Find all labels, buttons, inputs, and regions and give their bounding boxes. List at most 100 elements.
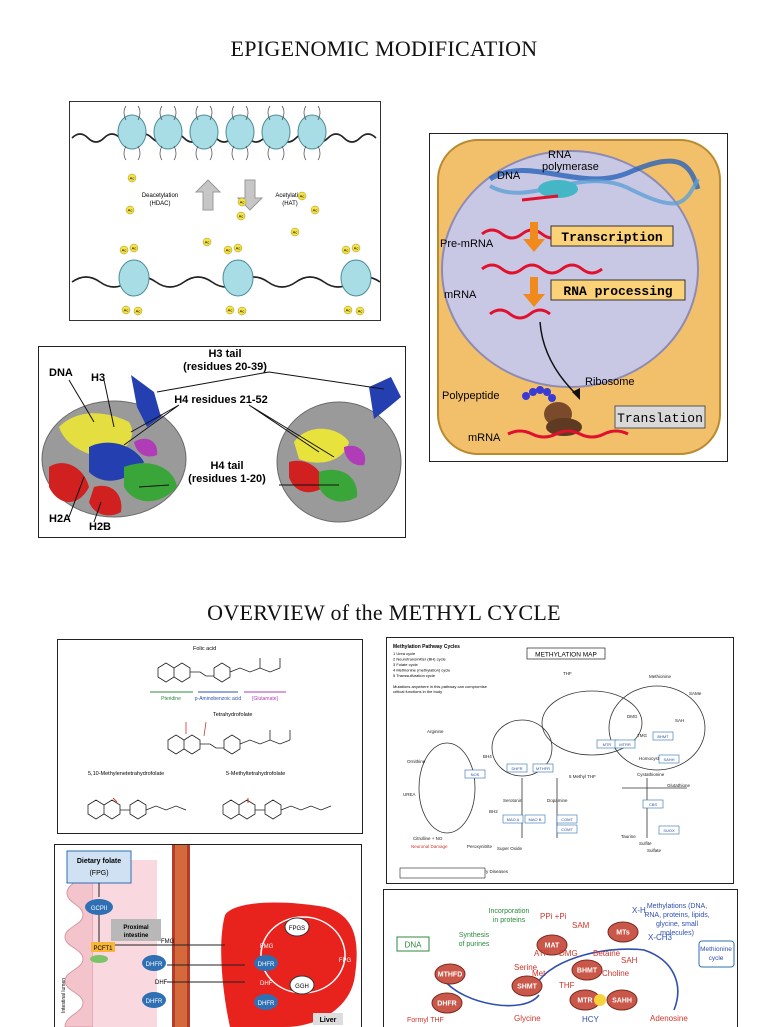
amino-acid: [522, 392, 530, 400]
nucleosome: [297, 105, 327, 161]
map-label: THF: [563, 671, 572, 676]
fmg-intestine-label: FMG: [161, 939, 175, 945]
mrna-label: mRNA: [444, 289, 477, 301]
dhfr-enzyme: DHFR: [431, 992, 463, 1014]
map-enzyme-label: MTR: [603, 742, 612, 747]
deacetylation-label: Deacetylation: [142, 193, 178, 199]
h3-tail-residues: (residues 20-39): [183, 361, 267, 373]
methionine-cycle-2: cycle: [709, 955, 724, 962]
rna-polymerase: [538, 180, 578, 198]
cycle-list-item: 1 Urea cycle: [393, 651, 416, 656]
serine-label: Serine: [514, 963, 538, 972]
map-enzyme: CBS: [642, 799, 664, 809]
map-enzyme: COMT: [556, 814, 578, 824]
map-label: Neuronal Damage: [411, 844, 448, 849]
rna-processing-label: RNA processing: [563, 284, 672, 299]
ac-label: Ac: [226, 248, 231, 253]
acetylation-label: Acetylation: [275, 193, 304, 199]
map-label: Sulfite: [639, 841, 652, 846]
map-enzyme: NOS: [464, 769, 486, 779]
ac-label: Ac: [293, 230, 298, 235]
map-label: Super Oxide: [497, 846, 523, 851]
map-note-1: Mutations anywhere in this pathway can c…: [393, 684, 488, 689]
ac-label: Ac: [239, 214, 244, 219]
cycle-list-item: 3 Folate cycle: [393, 662, 418, 667]
polypeptide-label: Polypeptide: [442, 390, 500, 402]
free-acetyl: Ac: [290, 227, 300, 237]
hat-label: (HAT): [282, 201, 298, 207]
ac-label: Ac: [358, 309, 363, 314]
amino-acid: [548, 394, 556, 402]
h3-tail-label: H3 tail: [208, 348, 241, 360]
betaine-label: Betaine: [593, 949, 621, 958]
map-enzyme: SAHH: [658, 754, 680, 764]
map-label: Citrulline + NO: [413, 836, 443, 841]
transcription-label: Transcription: [561, 230, 663, 245]
sam-label: SAM: [572, 921, 590, 930]
map-enzyme-label: BHMT: [657, 734, 669, 739]
map-enzyme-label: MTRR: [619, 742, 631, 747]
ggh-label: GGH: [295, 984, 309, 990]
ac-label: Ac: [240, 309, 245, 314]
liver: [221, 902, 357, 1027]
fmg-liver-label: FMG: [260, 944, 274, 950]
rna-label: RNA: [548, 149, 572, 161]
xch3-label: X-CH3: [648, 933, 673, 942]
map-enzyme: DHFR: [506, 763, 528, 773]
adenosine-label: Adenosine: [650, 1014, 688, 1023]
ppi-label: PPi +Pi: [540, 912, 567, 921]
map-enzyme-label: CBS: [649, 802, 658, 807]
map-label: BH2: [489, 809, 498, 814]
pre-mrna-label: Pre-mRNA: [440, 238, 494, 250]
map-enzyme: MTHFR: [532, 763, 554, 773]
pcft1-label: PCFT1: [93, 946, 113, 952]
map-label: Homocysteine: [639, 756, 668, 761]
thf-label: THF: [559, 981, 575, 990]
dhfr-intestine-2: DHFR: [146, 999, 163, 1005]
amino-acid: [536, 386, 544, 394]
met-label: Met: [532, 969, 546, 978]
intestine-label: intestine: [124, 933, 149, 939]
h2a-label: H2A: [49, 513, 71, 525]
dhf-liver-label: DHF: [260, 981, 273, 987]
map-label: DMG: [627, 714, 638, 719]
pteridine-label: Pteridine: [161, 696, 181, 702]
thf-label: Tetrahydrofolate: [213, 712, 252, 718]
map-label: BH4: [483, 754, 492, 759]
ribosome-label: Ribosome: [585, 376, 635, 388]
dhf-intestine-label: DHF: [155, 980, 168, 986]
shmt-enzyme: SHMT: [511, 975, 543, 997]
nucleosome-structure: DNA H3 H3 tail (residues 20-39) H4 resid…: [38, 346, 406, 538]
atp-label: ATP: [534, 949, 549, 958]
h4-residues-label: H4 residues 21-52: [174, 394, 268, 406]
fpg-liver-label: FPG: [339, 958, 352, 964]
map-enzyme-label: MTHFR: [536, 766, 550, 771]
epigenomic-heading: EPIGENOMIC MODIFICATION: [230, 36, 538, 61]
cycle-enzyme-label: SAHH: [612, 998, 632, 1005]
amino-acid: [543, 388, 551, 396]
mrna2-label: mRNA: [468, 432, 501, 444]
mtrr-node: [594, 994, 606, 1006]
dna-label: DNA: [497, 170, 521, 182]
map-enzyme-label: SUOX: [663, 828, 675, 833]
methyl-thf-label: 5-Methyltetrahydrofolate: [226, 771, 285, 777]
cycle-enzyme-label: MTR: [577, 998, 592, 1005]
choline-label: Choline: [602, 969, 630, 978]
cycle-enzyme-label: BHMT: [577, 968, 598, 975]
free-acetyl: Ac: [127, 173, 137, 183]
map-enzyme: MAO A: [502, 814, 524, 824]
map-enzyme-label: MAO A: [507, 817, 520, 822]
cycle-enzyme-label: MTHFD: [438, 972, 463, 979]
h4-tail-residues: (residues 1-20): [188, 473, 266, 485]
cycles-title: Methylation Pathway Cycles: [393, 644, 460, 650]
transcription-diagram: DNA RNA polymerase Pre-mRNA Transcriptio…: [429, 133, 728, 462]
ac-label: Ac: [236, 246, 241, 251]
map-enzyme: MTR: [596, 739, 618, 749]
map-enzyme: MAO B: [524, 814, 546, 824]
